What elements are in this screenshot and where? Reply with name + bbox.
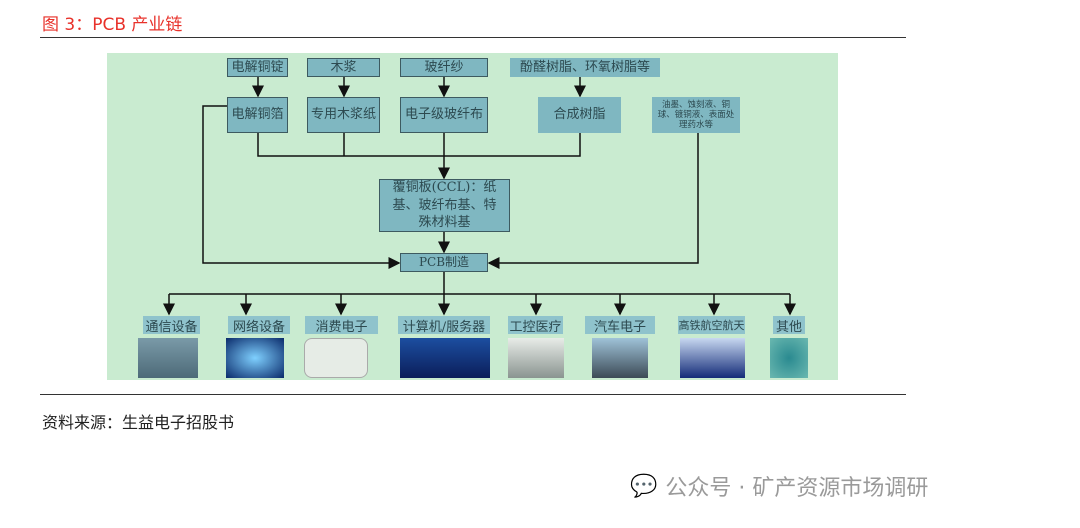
synthetic-resin: 合成树脂 <box>538 97 621 133</box>
copper-foil: 电解铜箔 <box>227 97 288 133</box>
watermark: 💬 公众号 · 矿产资源市场调研 <box>630 470 928 502</box>
watermark-text: 公众号 · 矿产资源市场调研 <box>665 476 929 501</box>
app-telecom: 通信设备 <box>143 316 200 335</box>
pcb-manufacturing: PCB制造 <box>400 253 488 272</box>
raw-copper-ingot: 电解铜锭 <box>227 58 288 77</box>
server-image <box>400 338 490 378</box>
car-image <box>592 338 648 378</box>
app-industrial-medical: 工控医疗 <box>508 316 563 335</box>
earphones-image <box>304 338 368 378</box>
source-note: 资料来源：生益电子招股书 <box>42 413 235 432</box>
bottom-divider <box>40 394 906 395</box>
wechat-icon: 💬 <box>630 473 658 499</box>
app-automotive: 汽车电子 <box>585 316 655 335</box>
top-divider <box>40 37 906 38</box>
app-other: 其他 <box>773 316 805 335</box>
app-aerospace: 高铁航空航天 <box>678 316 745 334</box>
raw-wood-pulp: 木浆 <box>307 58 380 77</box>
app-network: 网络设备 <box>228 316 290 335</box>
ccl-box: 覆铜板(CCL)：纸基、玻纤布基、特殊材料基 <box>379 179 510 232</box>
telecom-image <box>138 338 198 378</box>
glass-fiber-cloth: 电子级玻纤布 <box>400 97 488 133</box>
chemicals-box: 油墨、蚀刻液、铜球、镀铜液、表面处理药水等 <box>652 97 740 133</box>
chip-image <box>770 338 808 378</box>
app-consumer: 消费电子 <box>305 316 378 335</box>
network-image <box>226 338 284 378</box>
raw-resins: 酚醛树脂、环氧树脂等 <box>510 58 660 77</box>
aerospace-image <box>680 338 745 378</box>
figure-title: 图 3：PCB 产业链 <box>42 15 183 35</box>
wood-pulp-paper: 专用木浆纸 <box>307 97 380 133</box>
medical-image <box>508 338 564 378</box>
raw-glass-yarn: 玻纤纱 <box>400 58 488 77</box>
app-computer: 计算机/服务器 <box>398 316 490 335</box>
